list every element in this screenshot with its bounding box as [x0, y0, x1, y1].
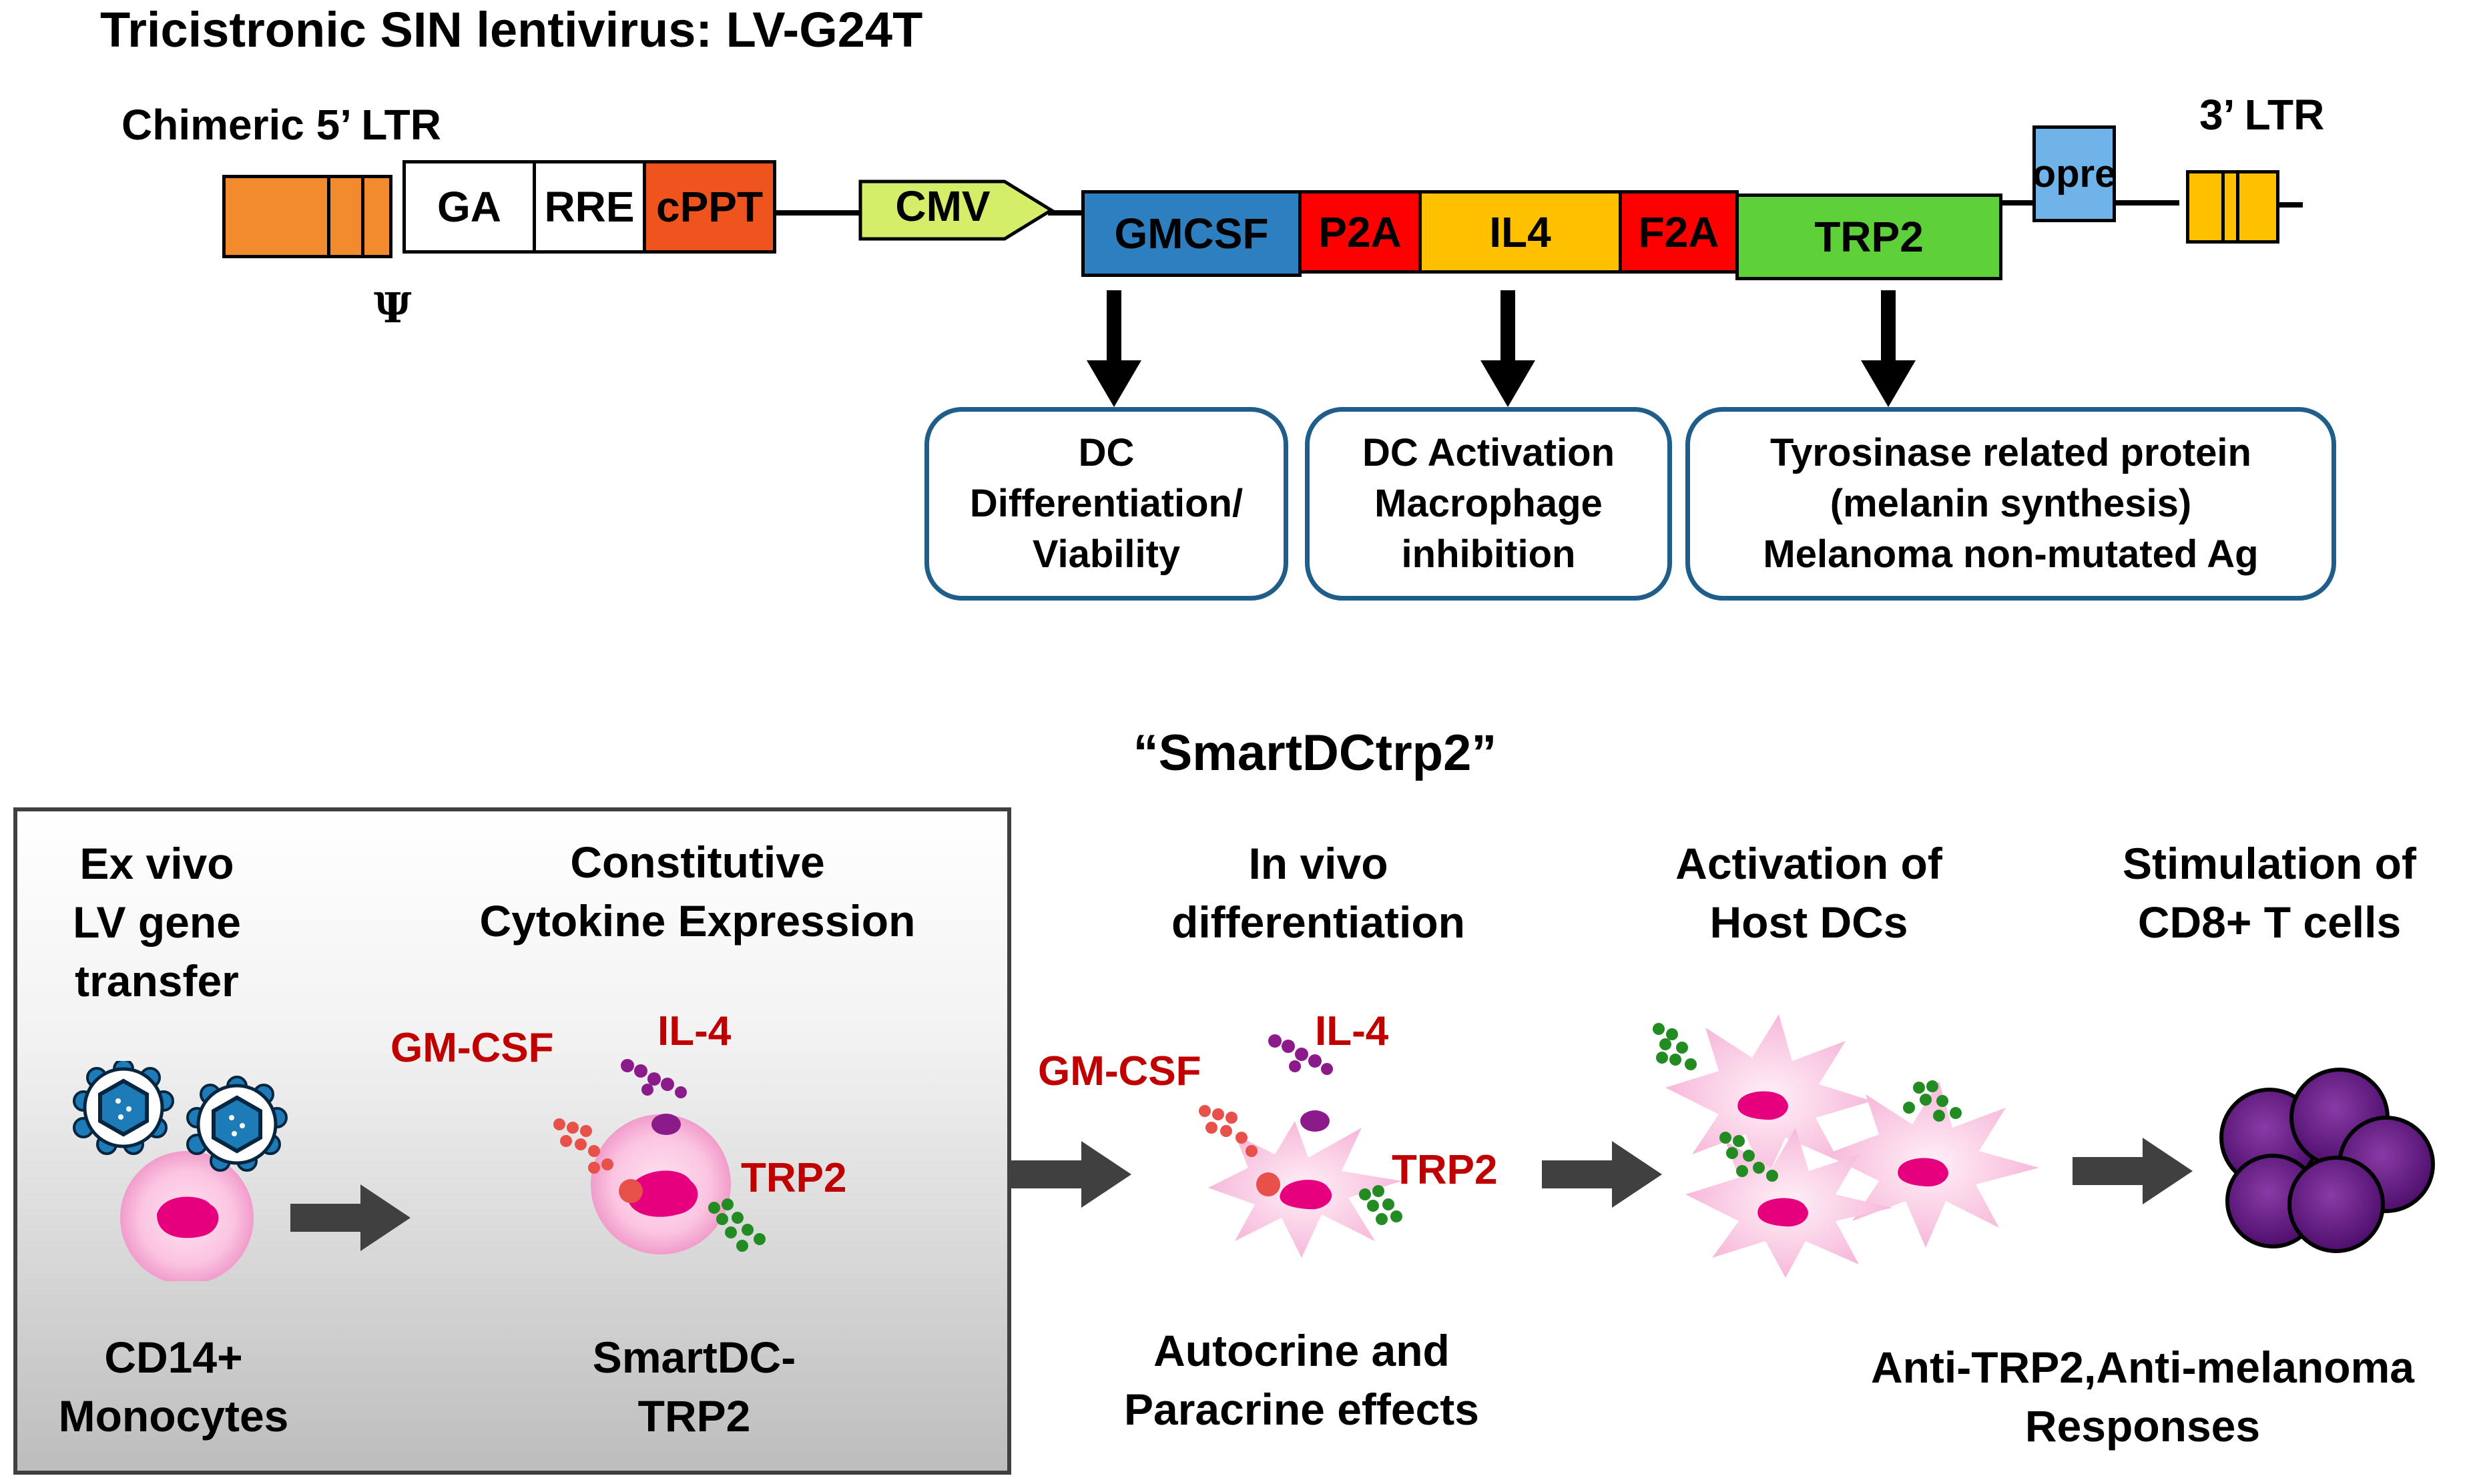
stage2-bottom-line: TRP2	[637, 1391, 751, 1441]
il4-box: IL4	[1418, 190, 1622, 274]
gmcsf-function-box: DC Differentiation/ Viability	[924, 407, 1288, 601]
il4-function-box: DC Activation Macrophage inhibition	[1305, 407, 1672, 601]
stage3-bottom-label: Autocrine and Paracrine effects	[1068, 1321, 1535, 1439]
ltr5-divider-1	[327, 178, 330, 255]
stage1-line: Ex vivo	[79, 839, 234, 888]
stage3-line: In vivo	[1248, 839, 1388, 888]
stage5-line: Stimulation of	[2123, 839, 2416, 888]
down-arrow-il4	[1480, 290, 1535, 407]
ltr5-divider-2	[361, 178, 364, 255]
stage2-line: Cytokine Expression	[479, 896, 916, 946]
process-arrow-3	[1542, 1141, 1662, 1208]
trp2-function-line: Tyrosinase related protein	[1770, 431, 2251, 474]
trp2-function-box: Tyrosinase related protein (melanin synt…	[1685, 407, 2336, 601]
il4-function-line: inhibition	[1401, 532, 1576, 576]
stage3-gmcsf-label: GM-CSF	[1038, 1048, 1201, 1094]
backbone-line-4	[2113, 200, 2179, 206]
stage2-line: Constitutive	[570, 837, 825, 887]
process-arrow-2	[1011, 1141, 1131, 1208]
stage2-trp2-label: TRP2	[741, 1155, 847, 1201]
stage1-label: Ex vivo LV gene transfer	[27, 834, 287, 1010]
ltr3-label: 3’ LTR	[2199, 91, 2325, 139]
differentiating-dc-icon	[1199, 1034, 1402, 1258]
stage5-bottom-line: Anti-TRP2,Anti-melanoma	[1870, 1343, 2415, 1392]
stage3-line: differentiation	[1171, 897, 1465, 947]
f2a-box: F2A	[1619, 190, 1739, 274]
stage3-bottom-line: Autocrine and	[1153, 1326, 1450, 1375]
smartdc-cell-icon	[553, 1059, 766, 1254]
gmcsf-function-line: DC	[1078, 431, 1135, 474]
backbone-line-3	[1999, 200, 2034, 206]
stage5-line: CD8+ T cells	[2137, 897, 2402, 947]
ltr5-label: Chimeric 5’ LTR	[121, 101, 441, 149]
down-arrow-gmcsf	[1087, 290, 1141, 407]
smartdc-heading: “SmartDCtrp2”	[1133, 725, 1497, 781]
ltr3-divider-1	[2221, 173, 2225, 240]
stage2-gmcsf-label: GM-CSF	[390, 1025, 554, 1071]
stage3-il4-label: IL-4	[1315, 1008, 1389, 1054]
stage1-bottom-line: CD14+	[104, 1333, 243, 1382]
stage1-line: transfer	[75, 956, 239, 1006]
ltr3-box	[2186, 170, 2279, 244]
cppt-box: cPPT	[643, 160, 776, 254]
ga-box: GA	[402, 160, 536, 254]
stage2-bottom-label: SmartDC- TRP2	[521, 1328, 868, 1445]
opre-box: opre	[2032, 125, 2116, 222]
trp2-box: TRP2	[1735, 194, 2002, 280]
gmcsf-function-line: Viability	[1032, 532, 1181, 576]
il4-function-line: Macrophage	[1374, 482, 1603, 525]
stage4-label: Activation of Host DCs	[1602, 834, 2016, 952]
stage1-bottom-label: CD14+ Monocytes	[27, 1328, 320, 1445]
backbone-line-1	[774, 210, 864, 216]
process-arrow-1	[290, 1184, 410, 1251]
figure-title: Tricistronic SIN lentivirus: LV-G24T	[100, 2, 923, 57]
host-dcs-icon	[1653, 1014, 2039, 1278]
stage3-label: In vivo differentiation	[1121, 834, 1515, 952]
cd8-t-cells-icon	[2219, 1068, 2435, 1253]
transduced-monocyte-icon	[73, 1061, 288, 1281]
stage5-label: Stimulation of CD8+ T cells	[2083, 834, 2456, 952]
stage2-il4-label: IL-4	[657, 1008, 732, 1054]
stage1-bottom-line: Monocytes	[58, 1391, 289, 1441]
stage2-label: Constitutive Cytokine Expression	[427, 833, 968, 950]
gmcsf-box: GMCSF	[1081, 190, 1302, 277]
stage3-bottom-line: Paracrine effects	[1124, 1385, 1479, 1434]
trp2-function-line: (melanin synthesis)	[1830, 482, 2192, 525]
trp2-function-line: Melanoma non-mutated Ag	[1763, 532, 2259, 576]
stage4-line: Activation of	[1675, 839, 1942, 888]
p2a-box: P2A	[1298, 190, 1422, 274]
backbone-line-2	[1048, 210, 1091, 216]
psi-label: Ψ	[374, 284, 412, 332]
gmcsf-function-line: Differentiation/	[969, 482, 1244, 525]
rre-box: RRE	[533, 160, 646, 254]
process-arrow-4	[2073, 1138, 2193, 1204]
backbone-line-5	[2276, 202, 2303, 208]
cmv-label: CMV	[895, 182, 991, 230]
il4-function-line: DC Activation	[1362, 431, 1615, 474]
ltr3-divider-2	[2236, 173, 2239, 240]
stage2-bottom-line: SmartDC-	[592, 1333, 796, 1382]
ltr5-box	[222, 175, 392, 258]
ex-vivo-panel	[13, 807, 1011, 1475]
stage5-bottom-line: Responses	[2024, 1401, 2261, 1451]
stage5-bottom-label: Anti-TRP2,Anti-melanoma Responses	[1822, 1338, 2463, 1455]
stage4-line: Host DCs	[1709, 897, 1908, 947]
cmv-arrow	[858, 179, 1055, 241]
stage1-line: LV gene	[73, 897, 241, 947]
down-arrow-trp2	[1861, 290, 1916, 407]
stage3-trp2-label: TRP2	[1392, 1147, 1498, 1193]
